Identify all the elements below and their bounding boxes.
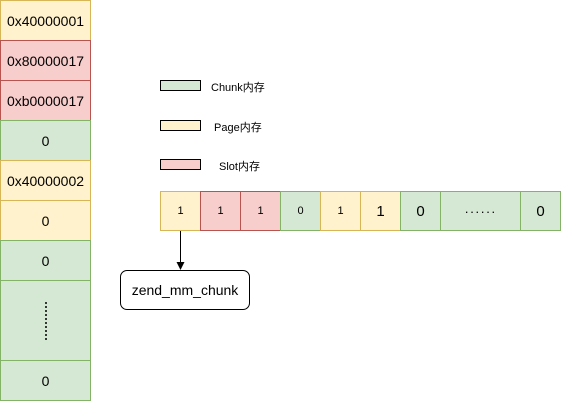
vertical-ellipsis-icon — [44, 301, 47, 340]
zend-mm-chunk-label: zend_mm_chunk — [120, 270, 250, 310]
legend-label-page: Page内存 — [214, 122, 262, 134]
legend-swatch-chunk — [160, 80, 201, 91]
column-cell-6: 0 — [0, 240, 91, 281]
strip-cell-5: 1 — [360, 191, 401, 231]
legend-label-chunk: Chunk内存 — [211, 82, 265, 94]
strip-cell-1: 1 — [200, 191, 241, 231]
strip-cell-7: ······ — [440, 191, 521, 231]
column-cell-4: 0x40000002 — [0, 160, 91, 201]
column-cell-2: 0xb0000017 — [0, 80, 91, 121]
strip-cell-4: 1 — [320, 191, 361, 231]
legend-swatch-page — [160, 120, 201, 131]
column-cell-5: 0 — [0, 200, 91, 241]
column-cell-7 — [0, 280, 91, 361]
legend-label-slot: Slot内存 — [219, 161, 260, 173]
strip-cell-8: 0 — [520, 191, 561, 231]
legend-swatch-slot — [160, 159, 201, 170]
column-cell-0: 0x40000001 — [0, 0, 91, 41]
